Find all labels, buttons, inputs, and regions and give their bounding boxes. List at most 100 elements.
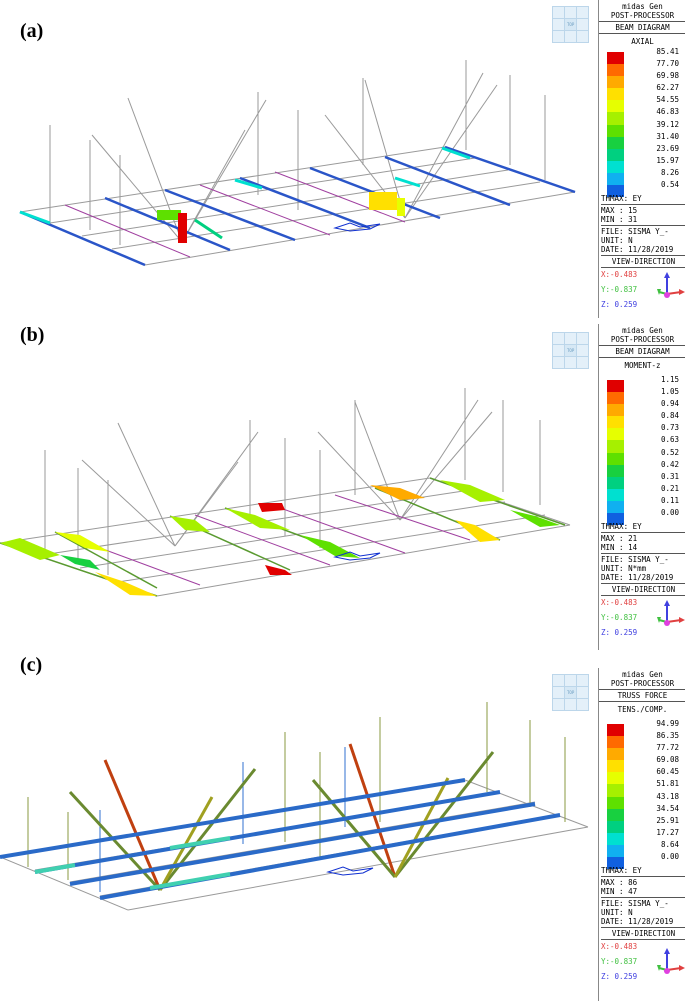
panel-label: (a) bbox=[20, 20, 44, 42]
thmax: THMAX: EY bbox=[601, 522, 642, 531]
file-name: FILE: SISMA Y_- bbox=[601, 555, 669, 564]
view-y: Y:-0.837 bbox=[601, 285, 638, 294]
scale-value: 8.64 bbox=[660, 839, 679, 849]
view-navigator[interactable]: TOP bbox=[552, 674, 590, 712]
view-x: X:-0.483 bbox=[601, 942, 638, 951]
mode: POST-PROCESSOR bbox=[610, 679, 675, 688]
mode: POST-PROCESSOR bbox=[610, 335, 675, 344]
scale-value: 43.18 bbox=[656, 791, 679, 801]
unit: UNIT: N*mm bbox=[601, 564, 647, 573]
panel-label: (c) bbox=[20, 654, 43, 676]
diagram-type: TRUSS FORCE bbox=[617, 691, 668, 700]
min-value: MIN : 47 bbox=[601, 887, 638, 896]
model-view-truss[interactable] bbox=[0, 652, 598, 1001]
model-view-moment[interactable] bbox=[0, 320, 598, 652]
scale-labels: 94.99 86.35 77.72 69.08 60.45 51.81 43.18 34.54… bbox=[629, 718, 679, 863]
scale-value: 39.12 bbox=[656, 119, 679, 129]
max-value: MAX : 21 bbox=[601, 534, 638, 543]
component: TENS./COMP. bbox=[617, 705, 668, 714]
min-value: MIN : 31 bbox=[601, 215, 638, 224]
date: DATE: 11/28/2019 bbox=[601, 573, 674, 582]
min-value: MIN : 14 bbox=[601, 543, 638, 552]
scale-value: 0.00 bbox=[660, 852, 679, 862]
view-z: Z: 0.259 bbox=[601, 628, 638, 637]
date: DATE: 11/28/2019 bbox=[601, 917, 674, 926]
view-x: X:-0.483 bbox=[601, 270, 638, 279]
scale-value: 51.81 bbox=[656, 779, 679, 789]
scale-value: 15.97 bbox=[656, 155, 679, 165]
scale-value: 1.05 bbox=[660, 387, 679, 397]
scale-value: 69.08 bbox=[656, 755, 679, 765]
scale-value: 0.21 bbox=[660, 483, 679, 493]
scale-value: 0.52 bbox=[660, 447, 679, 457]
diagram-type: BEAM DIAGRAM bbox=[615, 23, 670, 32]
view-navigator[interactable]: TOP bbox=[552, 332, 590, 370]
max-value: MAX : 86 bbox=[601, 878, 638, 887]
app-name: midas Gen bbox=[622, 326, 663, 335]
panel-b: (b) bbox=[0, 320, 685, 652]
view-y: Y:-0.837 bbox=[601, 613, 638, 622]
view-navigator[interactable]: TOP bbox=[552, 6, 590, 44]
view-direction-title: VIEW-DIRECTION bbox=[611, 257, 676, 266]
view-direction-title: VIEW-DIRECTION bbox=[611, 585, 676, 594]
scale-value: 17.27 bbox=[656, 827, 679, 837]
color-scale bbox=[607, 380, 624, 526]
scale-value: 77.72 bbox=[656, 743, 679, 753]
date: DATE: 11/28/2019 bbox=[601, 245, 674, 254]
color-scale bbox=[607, 724, 624, 870]
component: MOMENT-z bbox=[624, 361, 661, 370]
legend-panel: midas Gen POST-PROCESSOR BEAM DIAGRAM MO… bbox=[598, 324, 685, 650]
scale-value: 1.15 bbox=[660, 375, 679, 384]
scale-value: 25.91 bbox=[656, 815, 679, 825]
scale-value: 54.55 bbox=[656, 95, 679, 105]
view-y: Y:-0.837 bbox=[601, 957, 638, 966]
diagram-type: BEAM DIAGRAM bbox=[615, 347, 670, 356]
scale-value: 0.84 bbox=[660, 411, 679, 421]
view-x: X:-0.483 bbox=[601, 598, 638, 607]
scale-value: 0.73 bbox=[660, 423, 679, 433]
scale-value: 23.69 bbox=[656, 143, 679, 153]
thmax: THMAX: EY bbox=[601, 194, 642, 203]
panel-label: (b) bbox=[20, 324, 45, 346]
scale-value: 62.27 bbox=[656, 83, 679, 93]
unit: UNIT: N bbox=[601, 908, 633, 917]
view-z: Z: 0.259 bbox=[601, 972, 638, 981]
axes-triad-icon bbox=[657, 600, 685, 626]
scale-value: 0.63 bbox=[660, 435, 679, 445]
scale-value: 77.70 bbox=[656, 59, 679, 69]
scale-value: 94.99 bbox=[656, 719, 679, 728]
app-name: midas Gen bbox=[622, 670, 663, 679]
unit: UNIT: N bbox=[601, 236, 633, 245]
scale-value: 0.00 bbox=[660, 508, 679, 518]
legend-panel: midas Gen POST-PROCESSOR TRUSS FORCE TEN… bbox=[598, 668, 685, 1001]
app-name: midas Gen bbox=[622, 2, 663, 11]
color-scale bbox=[607, 52, 624, 198]
scale-value: 0.42 bbox=[660, 459, 679, 469]
max-value: MAX : 15 bbox=[601, 206, 638, 215]
scale-value: 69.98 bbox=[656, 71, 679, 81]
scale-value: 46.83 bbox=[656, 107, 679, 117]
scale-value: 8.26 bbox=[660, 167, 679, 177]
scale-value: 86.35 bbox=[656, 731, 679, 741]
component: AXIAL bbox=[631, 37, 654, 46]
axes-triad-icon bbox=[657, 948, 685, 974]
file-name: FILE: SISMA Y_- bbox=[601, 899, 669, 908]
thmax: THMAX: EY bbox=[601, 866, 642, 875]
scale-value: 0.94 bbox=[660, 399, 679, 409]
scale-labels: 85.41 77.70 69.98 62.27 54.55 46.83 39.12 31.40… bbox=[629, 46, 679, 191]
scale-value: 31.40 bbox=[656, 131, 679, 141]
scale-labels: 1.15 1.05 0.94 0.84 0.73 0.63 0.52 0.42 0.31 0.21… bbox=[629, 374, 679, 519]
scale-value: 0.11 bbox=[660, 495, 679, 505]
view-direction-title: VIEW-DIRECTION bbox=[611, 929, 676, 938]
scale-value: 0.54 bbox=[660, 180, 679, 190]
legend-panel: midas Gen POST-PROCESSOR BEAM DIAGRAM AX… bbox=[598, 0, 685, 318]
scale-value: 85.41 bbox=[656, 47, 679, 56]
model-view-axial[interactable] bbox=[0, 0, 598, 320]
view-z: Z: 0.259 bbox=[601, 300, 638, 309]
scale-value: 0.31 bbox=[660, 471, 679, 481]
scale-value: 34.54 bbox=[656, 803, 679, 813]
panel-a: (a) bbox=[0, 0, 685, 320]
scale-value: 60.45 bbox=[656, 767, 679, 777]
panel-c: (c) bbox=[0, 652, 685, 1001]
file-name: FILE: SISMA Y_- bbox=[601, 227, 669, 236]
